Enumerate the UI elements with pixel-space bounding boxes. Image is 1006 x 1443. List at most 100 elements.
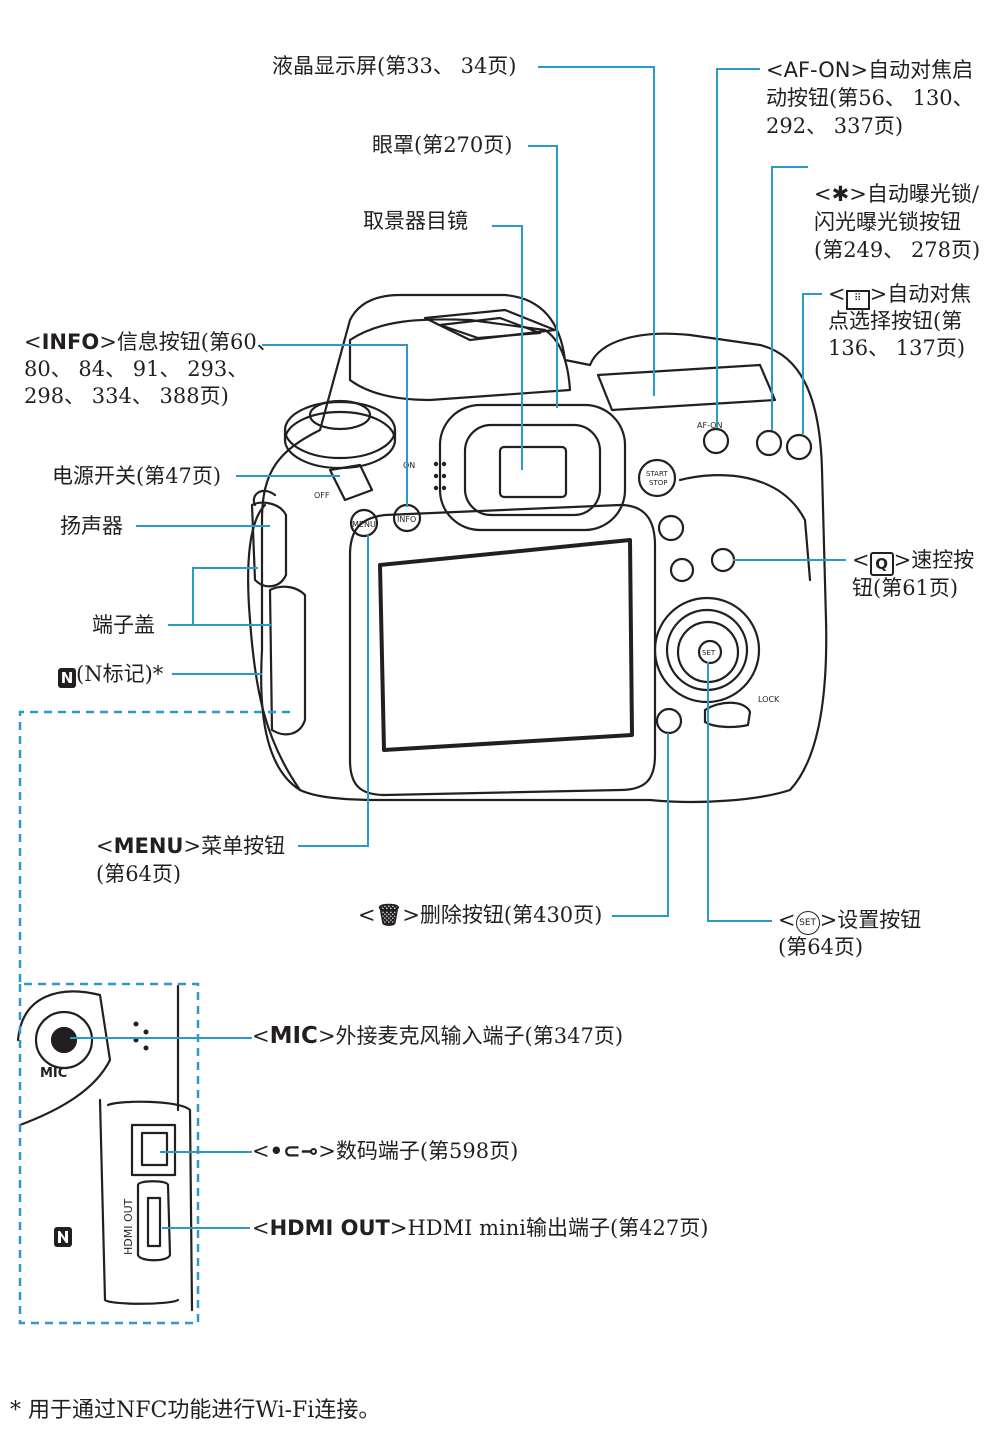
label-info: <INFO>信息按钮(第60、: [24, 330, 278, 354]
zoom-button-shape: [657, 514, 685, 542]
top-lcd: [596, 363, 777, 412]
set-button-shape: [697, 639, 723, 665]
cam-mark-mic: MIC: [40, 1066, 67, 1081]
label-set: <SET>设置按钮: [778, 906, 921, 935]
menu-button-shape: [349, 508, 379, 538]
label-lcd: 液晶显示屏(第33、 34页): [272, 54, 517, 78]
afpoint-text: 自动对焦: [887, 282, 972, 306]
label-q-l2: 钮(第61页): [852, 576, 959, 600]
info-text: 信息按钮(第60、: [116, 330, 278, 354]
cam-mark-lock: LOCK: [758, 695, 780, 704]
hdmi-port: [136, 1180, 172, 1262]
hdmi-symbol: HDMI OUT: [269, 1216, 390, 1240]
label-erase: <🗑>删除按钮(第430页): [358, 903, 603, 927]
trash-icon: 🗑: [375, 903, 403, 927]
cam-mark-afon: AF-ON: [697, 421, 722, 430]
hot-shoe: [423, 308, 557, 342]
label-menu: <MENU>菜单按钮: [96, 834, 286, 858]
cam-mark-start: START: [646, 470, 668, 478]
grip-outline: [247, 503, 302, 792]
q-button-shape: [710, 547, 736, 573]
playback-button-shape: [669, 557, 695, 583]
label-terminal-cover: 端子盖: [92, 613, 155, 637]
cam-mark-set: SET: [702, 649, 716, 657]
cam-mark-off: OFF: [314, 491, 330, 500]
label-afon-l2: 动按钮(第56、 130、: [766, 86, 974, 110]
nfc-icon-inset: [54, 1227, 72, 1247]
terminal-cover: [268, 585, 307, 736]
lcd-monitor-screen: [378, 538, 634, 752]
nmark-text: (N标记)*: [76, 662, 164, 686]
set-icon: SET: [795, 911, 820, 935]
label-afpoint-l2: 点选择按钮(第: [828, 309, 963, 333]
footnote: * 用于通过NFC功能进行Wi-Fi连接。: [10, 1398, 381, 1423]
label-info-l3: 298、 334、 388页): [24, 384, 229, 408]
label-eyecup: 眼罩(第270页): [372, 133, 513, 157]
erase-button-shape: [655, 707, 683, 735]
leader-info: [262, 344, 408, 507]
afon-symbol: AF-ON: [783, 58, 851, 82]
cam-mark-hdmi: HDMI OUT: [122, 1198, 135, 1255]
label-digital: <•⊂⊸>数码端子(第598页): [252, 1139, 519, 1163]
cam-mark-on: ON: [403, 461, 415, 470]
cam-mark-menu: MENU: [352, 520, 376, 529]
usb-port: [130, 1123, 177, 1177]
label-set-l2: (第64页): [778, 935, 864, 959]
info-symbol: INFO: [41, 330, 100, 354]
leader-ael: [771, 166, 808, 430]
leader-cover: [168, 567, 272, 626]
leader-afpoint: [802, 293, 822, 434]
hdmi-text: HDMI mini输出端子(第427页): [407, 1216, 709, 1240]
leader-lcd: [538, 66, 655, 396]
mic-text: 外接麦克风输入端子(第347页): [335, 1024, 624, 1048]
label-info-l2: 80、 84、 91、 293、: [24, 357, 249, 381]
digital-text: 数码端子(第598页): [335, 1139, 519, 1163]
camera-body-outline: [260, 293, 828, 804]
erase-text: 删除按钮(第430页): [419, 903, 603, 927]
afpoint-button-shape: [785, 433, 813, 461]
cam-mark-stop: STOP: [649, 479, 667, 487]
leader-erase: [612, 733, 669, 917]
label-afpoint-l3: 136、 137页): [828, 336, 966, 360]
mic-jack: [34, 1010, 94, 1070]
leader-set: [707, 662, 772, 922]
label-afpoint: <⠿>自动对焦: [828, 280, 971, 310]
leader-eyepiece: [492, 225, 523, 470]
menu-text: 菜单按钮: [201, 834, 286, 858]
eyecup: [438, 403, 627, 532]
start-stop-button-shape: [637, 458, 677, 498]
label-ael-l2: 闪光曝光锁按钮: [814, 210, 961, 234]
cam-mark-info: INFO: [397, 515, 416, 524]
usb-icon: •⊂⊸: [269, 1139, 319, 1163]
leader-menu: [298, 535, 369, 847]
power-switch-lever: [328, 463, 374, 502]
label-afon: <AF-ON>自动对焦启: [766, 58, 974, 82]
label-speaker: 扬声器: [60, 514, 123, 538]
viewfinder-window: [498, 445, 568, 499]
mic-symbol: MIC: [269, 1023, 318, 1049]
afon-text: 自动对焦启: [868, 58, 974, 82]
ael-text: 自动曝光锁/: [866, 182, 979, 206]
label-nmark: N(N标记)*: [58, 660, 163, 688]
q-text: 速控按: [911, 548, 975, 572]
leader-afon: [716, 68, 760, 428]
menu-symbol: MENU: [113, 834, 184, 858]
label-mic: <MIC>外接麦克风输入端子(第347页): [252, 1023, 624, 1049]
inset-dashed-frame: [18, 710, 290, 1325]
star-icon: ✱: [831, 182, 850, 206]
label-hdmi: <HDMI OUT>HDMI mini输出端子(第427页): [252, 1216, 709, 1240]
af-point-icon: ⠿: [845, 290, 870, 310]
label-q: <Q>速控按: [852, 546, 974, 576]
label-ael-l3: (第249、 278页): [814, 238, 981, 262]
label-ael: <✱>自动曝光锁/: [814, 182, 979, 206]
q-icon: Q: [869, 552, 894, 576]
nfc-icon: N: [58, 668, 76, 688]
afon-button-shape: [702, 427, 730, 455]
label-power: 电源开关(第47页): [52, 464, 222, 488]
label-menu-l2: (第64页): [96, 862, 182, 886]
set-text: 设置按钮: [837, 908, 922, 932]
label-eyepiece: 取景器目镜: [363, 209, 468, 233]
label-afon-l3: 292、 337页): [766, 114, 904, 138]
